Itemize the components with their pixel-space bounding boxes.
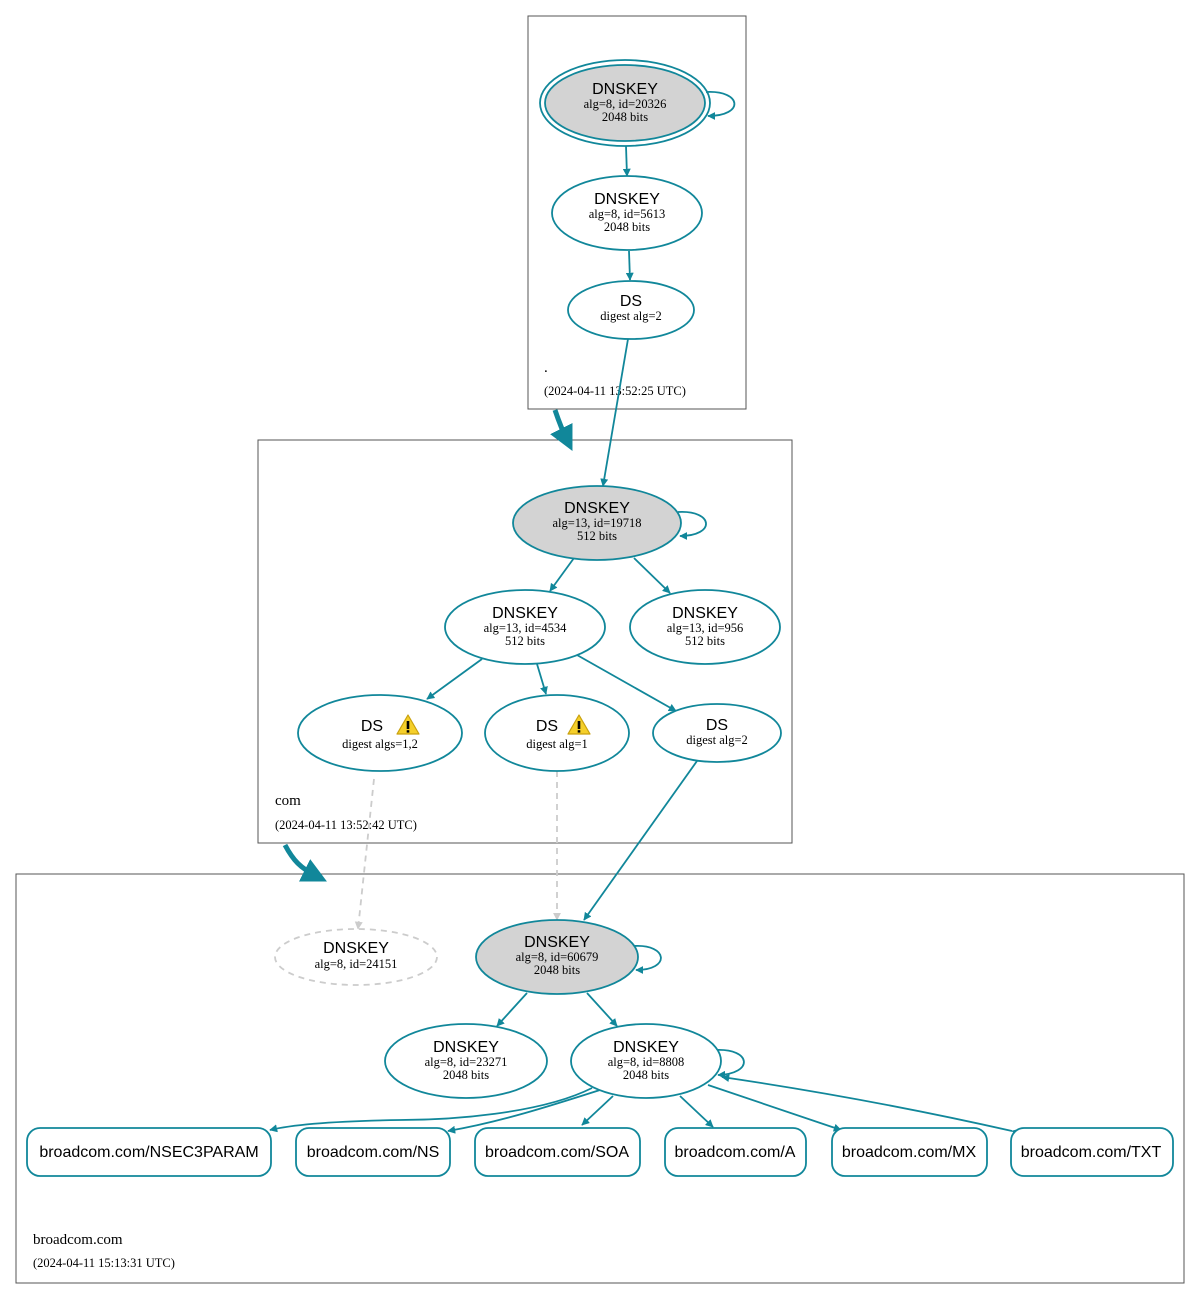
- rrset-node-ns[interactable]: broadcom.com/NS: [295, 1127, 451, 1177]
- node-detail: digest algs=1,2: [342, 737, 418, 751]
- dnskey-node-com-zsk1[interactable]: DNSKEY alg=13, id=4534 512 bits: [444, 589, 606, 665]
- edge-bc-zsk2-to-nsec3param: [269, 1087, 593, 1133]
- node-detail: alg=8, id=24151: [315, 957, 398, 971]
- edge-bc-zsk2-to-soa: [581, 1095, 614, 1126]
- node-detail: digest alg=2: [686, 733, 748, 747]
- dnskey-node-root-zsk[interactable]: DNSKEY alg=8, id=5613 2048 bits: [551, 175, 703, 251]
- node-title: DS: [706, 717, 728, 734]
- rrset-node-soa[interactable]: broadcom.com/SOA: [474, 1127, 641, 1177]
- edge-bc-zsk2-to-mx: [707, 1084, 842, 1132]
- dnskey-node-com-ksk[interactable]: DNSKEY alg=13, id=19718 512 bits: [512, 485, 682, 561]
- rrset-node-nsec3param[interactable]: broadcom.com/NSEC3PARAM: [26, 1127, 272, 1177]
- edge-root-ksk-to-zsk: [622, 145, 631, 177]
- ds-node-com-3[interactable]: DS digest alg=2: [652, 703, 782, 763]
- node-detail: alg=13, id=4534: [484, 621, 568, 635]
- edge-bc-zsk2-to-txt: [721, 1074, 1020, 1137]
- node-title: DS: [361, 718, 383, 735]
- node-title: DS: [536, 718, 558, 735]
- ds-node-com-2[interactable]: DS digest alg=1: [484, 694, 630, 772]
- edge-root-zsk-to-ds: [625, 250, 634, 281]
- rrset-node-txt[interactable]: broadcom.com/TXT: [1010, 1127, 1174, 1177]
- node-detail: digest alg=1: [526, 737, 588, 751]
- self-loop-root-ksk: [705, 91, 736, 120]
- node-detail: 512 bits: [505, 634, 545, 648]
- zone-broadcom-time: (2024-04-11 15:13:31 UTC): [33, 1256, 175, 1270]
- node-detail: 2048 bits: [443, 1068, 489, 1082]
- ds-node-root[interactable]: DS digest alg=2: [567, 280, 695, 340]
- self-loop-bc-ksk: [633, 945, 662, 974]
- self-loop-com-ksk: [677, 511, 707, 540]
- node-detail: 2048 bits: [534, 963, 580, 977]
- node-detail: alg=8, id=23271: [425, 1055, 508, 1069]
- self-loop-bc-zsk2: [714, 1049, 745, 1079]
- zone-com-time: (2024-04-11 13:52:42 UTC): [275, 818, 417, 832]
- node-title: DNSKEY: [524, 934, 590, 951]
- dnskey-node-missing[interactable]: DNSKEY alg=8, id=24151: [274, 928, 438, 986]
- node-title: DNSKEY: [613, 1039, 679, 1056]
- edge-com-zsk1-to-ds3: [576, 654, 677, 712]
- node-title: DNSKEY: [323, 940, 389, 957]
- delegation-arrow-com-broadcom: [282, 843, 327, 882]
- dnskey-node-bc-zsk1[interactable]: DNSKEY alg=8, id=23271 2048 bits: [384, 1023, 548, 1099]
- edge-com-ksk-to-zsk2: [633, 557, 671, 594]
- edge-bc-ksk-to-zsk2: [586, 992, 618, 1027]
- edge-com-ksk-to-zsk1: [549, 557, 575, 592]
- ds-node-com-1[interactable]: DS digest algs=1,2: [297, 694, 463, 772]
- edge-root-ds-to-com-ksk: [600, 338, 629, 487]
- dnskey-node-root-ksk[interactable]: DNSKEY alg=8, id=20326 2048 bits: [539, 59, 711, 147]
- edge-bc-ksk-to-zsk1: [496, 992, 528, 1027]
- zone-root: . (2024-04-11 13:52:25 UTC): [527, 15, 747, 410]
- node-detail: alg=13, id=19718: [552, 516, 641, 530]
- node-detail: digest alg=2: [600, 309, 662, 323]
- node-title: DNSKEY: [564, 500, 630, 517]
- node-detail: alg=8, id=20326: [584, 97, 667, 111]
- edge-bc-zsk2-to-a: [679, 1095, 714, 1128]
- rrset-label: broadcom.com/SOA: [485, 1144, 629, 1161]
- rrset-node-mx[interactable]: broadcom.com/MX: [831, 1127, 988, 1177]
- node-title: DNSKEY: [672, 605, 738, 622]
- node-detail: alg=8, id=60679: [516, 950, 599, 964]
- edge-bc-zsk2-to-ns: [447, 1089, 601, 1134]
- zone-com-label: com: [275, 793, 301, 809]
- node-detail: alg=8, id=8808: [608, 1055, 685, 1069]
- zone-root-label: .: [544, 360, 548, 376]
- rrset-label: broadcom.com/NS: [307, 1144, 440, 1161]
- node-title: DNSKEY: [592, 81, 658, 98]
- rrset-label: broadcom.com/TXT: [1021, 1144, 1162, 1161]
- zone-com: com (2024-04-11 13:52:42 UTC): [257, 439, 793, 844]
- delegation-arrow-root-com: [550, 409, 573, 451]
- dnskey-node-bc-zsk2[interactable]: DNSKEY alg=8, id=8808 2048 bits: [570, 1023, 722, 1099]
- edge-com-ds3-to-bc-ksk: [583, 760, 698, 921]
- node-title: DNSKEY: [594, 191, 660, 208]
- node-detail: 2048 bits: [623, 1068, 669, 1082]
- rrset-label: broadcom.com/A: [675, 1144, 796, 1161]
- dnskey-node-com-zsk2[interactable]: DNSKEY alg=13, id=956 512 bits: [629, 589, 781, 665]
- zone-root-time: (2024-04-11 13:52:25 UTC): [544, 384, 686, 398]
- node-title: DS: [620, 293, 642, 310]
- node-detail: 2048 bits: [602, 110, 648, 124]
- zone-broadcom: broadcom.com (2024-04-11 15:13:31 UTC): [15, 873, 1185, 1284]
- edge-com-zsk1-to-ds1: [426, 658, 483, 700]
- edge-com-ds1-to-missing-key: [354, 778, 375, 930]
- node-detail: 512 bits: [577, 529, 617, 543]
- node-detail: 512 bits: [685, 634, 725, 648]
- rrset-label: broadcom.com/NSEC3PARAM: [39, 1144, 258, 1161]
- edge-com-zsk1-to-ds2: [536, 663, 548, 695]
- node-detail: 2048 bits: [604, 220, 650, 234]
- node-title: DNSKEY: [492, 605, 558, 622]
- node-detail: alg=13, id=956: [667, 621, 744, 635]
- dnskey-node-bc-ksk[interactable]: DNSKEY alg=8, id=60679 2048 bits: [475, 919, 639, 995]
- rrset-node-a[interactable]: broadcom.com/A: [664, 1127, 807, 1177]
- rrset-label: broadcom.com/MX: [842, 1144, 977, 1161]
- node-title: DNSKEY: [433, 1039, 499, 1056]
- zone-broadcom-label: broadcom.com: [33, 1232, 123, 1248]
- node-detail: alg=8, id=5613: [589, 207, 666, 221]
